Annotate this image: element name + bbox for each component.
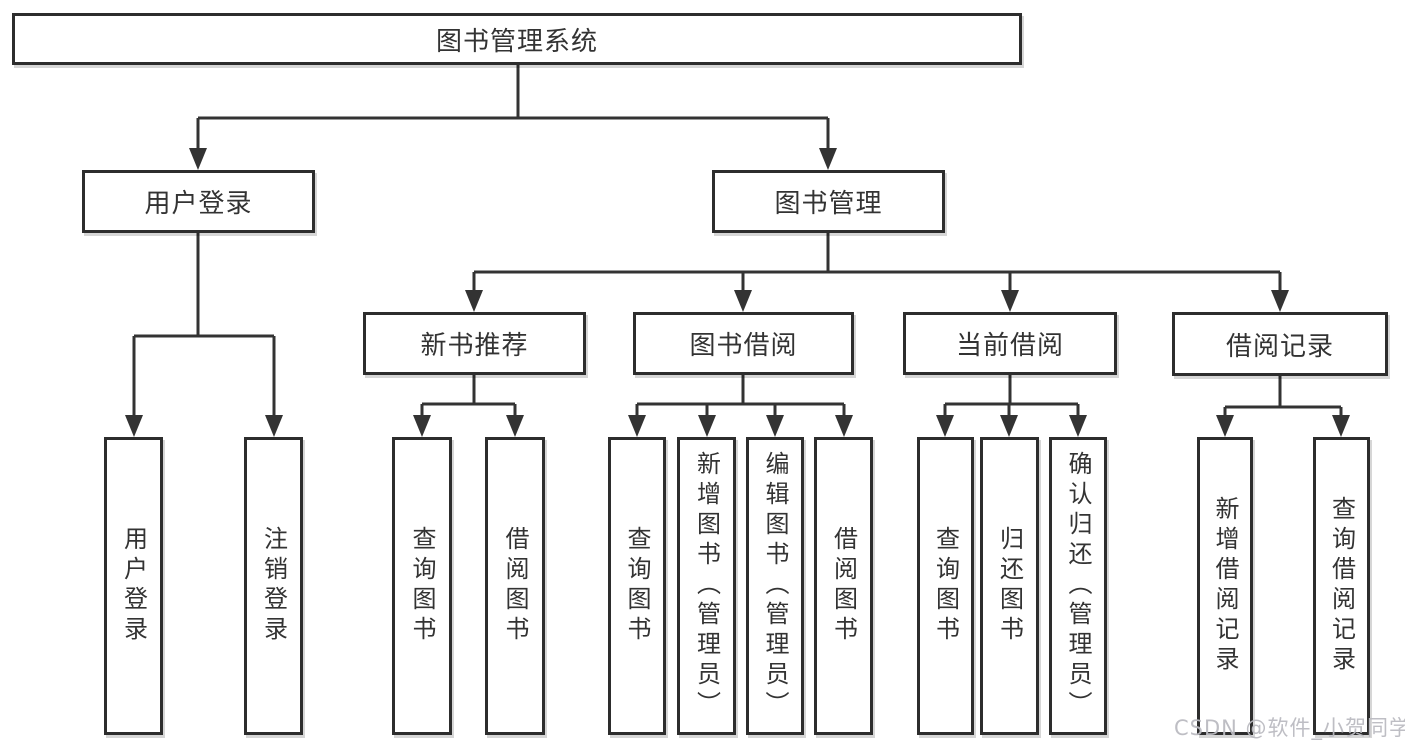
node-label: 归还图书 [995, 526, 1024, 646]
arrow-head [1332, 415, 1350, 437]
node-book-borrowing: 图书借阅 [633, 312, 854, 375]
node-label: 查询图书 [931, 526, 960, 646]
node-label: 图书管理系统 [435, 26, 598, 57]
arrow-head [125, 415, 143, 437]
arrow-head [506, 415, 524, 437]
arrow-head [413, 415, 431, 437]
arrow-head [1216, 415, 1234, 437]
node-label: 用户登录 [144, 189, 253, 219]
arrow-head [819, 148, 837, 170]
node-label: 注销登录 [259, 526, 288, 646]
leaf-logout: 注销登录 [244, 437, 303, 735]
node-label: 借阅图书 [829, 526, 858, 646]
leaf-br-add-record: 新增借阅记录 [1197, 437, 1253, 735]
node-label: 用户登录 [119, 526, 148, 646]
node-borrow-records: 借阅记录 [1172, 312, 1388, 376]
node-label: 图书管理 [774, 189, 883, 219]
node-label: 查询借阅记录 [1327, 496, 1356, 676]
node-label: 新增借阅记录 [1211, 496, 1239, 676]
arrow-head [936, 415, 954, 437]
leaf-nbr-borrow-book: 借阅图书 [485, 437, 545, 735]
arrow-head [1069, 415, 1087, 437]
leaf-cb-return-book: 归还图书 [980, 437, 1039, 735]
node-label: 查询图书 [623, 526, 651, 646]
leaf-bb-edit-book: 编辑图书（管理员） [746, 437, 804, 735]
arrow-head [1271, 290, 1289, 312]
node-label: 编辑图书（管理员） [761, 451, 789, 721]
node-label: 借阅记录 [1225, 331, 1334, 362]
watermark: CSDN @软件_小贺同学 [1174, 716, 1405, 740]
node-label: 查询图书 [408, 526, 436, 646]
arrow-head [189, 148, 207, 170]
leaf-bb-add-book: 新增图书（管理员） [677, 437, 736, 735]
leaf-user-login: 用户登录 [104, 437, 163, 735]
leaf-bb-query-book: 查询图书 [608, 437, 666, 735]
node-new-book-recommend: 新书推荐 [363, 312, 586, 375]
leaf-nbr-query-book: 查询图书 [392, 437, 452, 735]
node-user-login-group: 用户登录 [82, 170, 315, 233]
node-book-management: 图书管理 [712, 170, 945, 233]
arrow-head [628, 415, 646, 437]
arrow-head [1000, 415, 1018, 437]
arrow-head [265, 415, 283, 437]
node-label: 确认归还（管理员） [1064, 451, 1092, 721]
node-root-system: 图书管理系统 [12, 13, 1022, 65]
node-label: 新书推荐 [420, 331, 529, 361]
node-label: 新增图书（管理员） [692, 451, 721, 721]
arrow-head [698, 415, 716, 437]
arrow-head [1001, 290, 1019, 312]
leaf-cb-confirm-return: 确认归还（管理员） [1049, 437, 1107, 735]
arrow-head [835, 415, 853, 437]
arrow-head [465, 290, 483, 312]
leaf-br-query-record: 查询借阅记录 [1313, 437, 1370, 735]
node-current-borrowing: 当前借阅 [903, 312, 1117, 375]
leaf-cb-query-book: 查询图书 [917, 437, 974, 735]
arrow-head [766, 415, 784, 437]
node-label: 当前借阅 [955, 331, 1064, 361]
arrow-head [734, 290, 752, 312]
node-label: 借阅图书 [501, 526, 529, 646]
node-label: 图书借阅 [689, 331, 798, 361]
leaf-bb-borrow-book: 借阅图书 [814, 437, 873, 735]
